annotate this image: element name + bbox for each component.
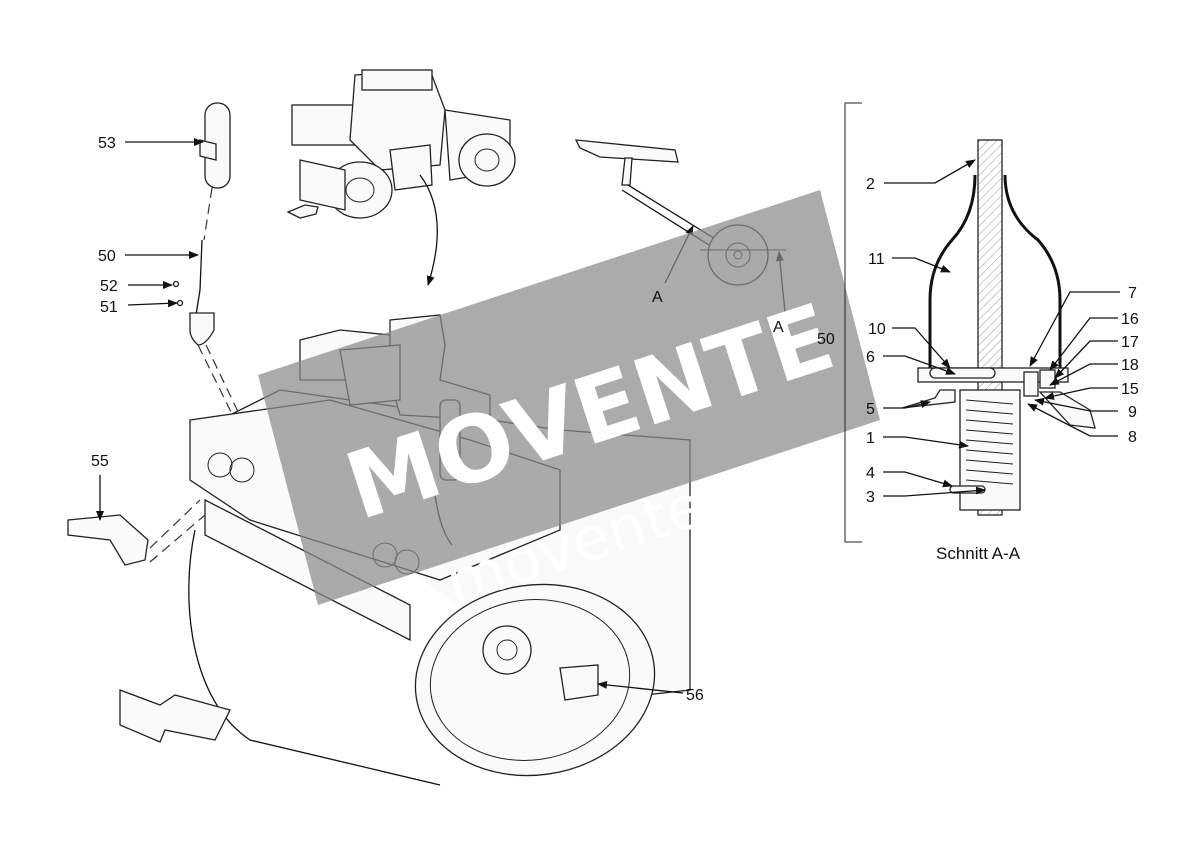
- label-56: 56: [686, 687, 704, 704]
- label-11: 11: [868, 251, 885, 268]
- label-2: 2: [866, 176, 875, 193]
- label-1: 1: [866, 430, 875, 447]
- leader-lines: [96, 138, 1120, 694]
- pin-6: [929, 367, 996, 379]
- spring-1: [965, 399, 1014, 485]
- label-18: 18: [1121, 357, 1139, 374]
- label-section-a-right: A: [773, 319, 784, 336]
- label-6: 6: [866, 349, 875, 366]
- label-7: 7: [1128, 285, 1137, 302]
- roller-overview: [286, 69, 516, 286]
- label-section-a-left: A: [652, 289, 663, 306]
- label-53: 53: [98, 135, 116, 152]
- watermark: MOVENTE movente.ru: [258, 190, 880, 619]
- label-5: 5: [866, 401, 875, 418]
- section-caption: Schnitt A-A: [936, 544, 1021, 563]
- hamm-logo-large: [119, 689, 231, 743]
- label-9: 9: [1128, 404, 1137, 421]
- mirror-assembly: [172, 102, 243, 421]
- label-15: 15: [1121, 381, 1139, 398]
- bracket-56: [559, 664, 599, 701]
- label-3: 3: [866, 489, 875, 506]
- label-52: 52: [100, 278, 118, 295]
- callout-labels: 53 50 52 51 55 56 A A 2 11 10 6 5 1 4 3 …: [91, 135, 1139, 704]
- label-51: 51: [100, 299, 118, 316]
- label-16: 16: [1121, 311, 1139, 328]
- label-group-50: 50: [817, 331, 835, 348]
- hamm-logo-small: [286, 204, 319, 219]
- label-50: 50: [98, 248, 116, 265]
- label-17: 17: [1121, 334, 1139, 351]
- label-10: 10: [868, 321, 886, 338]
- label-8: 8: [1128, 429, 1137, 446]
- bracket-55: [67, 499, 206, 566]
- label-55: 55: [91, 453, 109, 470]
- label-4: 4: [866, 465, 875, 482]
- section-a-a: [844, 102, 1096, 543]
